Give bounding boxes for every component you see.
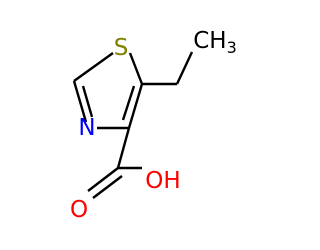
bond-c4-c5 [127, 83, 144, 129]
sulfur-atom-label: S [114, 35, 129, 61]
bond-c2-n3-double [72, 80, 88, 123]
bond-carboxyl-oxygen-double [87, 167, 119, 192]
bond-c4-c5-inner [121, 85, 136, 121]
bond-c2-n3-inner [81, 85, 94, 118]
thiazole-carboxylic-acid-structure: S N O OH CH3 [70, 28, 237, 223]
methyl-label: CH3 [193, 28, 237, 57]
bond-s1-c2 [73, 52, 114, 82]
nitrogen-atom-label: N [78, 115, 95, 141]
methyl-main-text: CH [193, 28, 226, 54]
methyl-subscript: 3 [227, 38, 237, 57]
carbonyl-oxygen-label: O [70, 197, 88, 223]
hydroxyl-label: OH [145, 168, 180, 194]
bond-carboxyl-oxygen-inner [92, 175, 123, 199]
bond-c5-s1 [128, 52, 144, 85]
bond-c4-carboxyl [116, 127, 131, 169]
bond-ethyl-methyl [175, 51, 194, 85]
